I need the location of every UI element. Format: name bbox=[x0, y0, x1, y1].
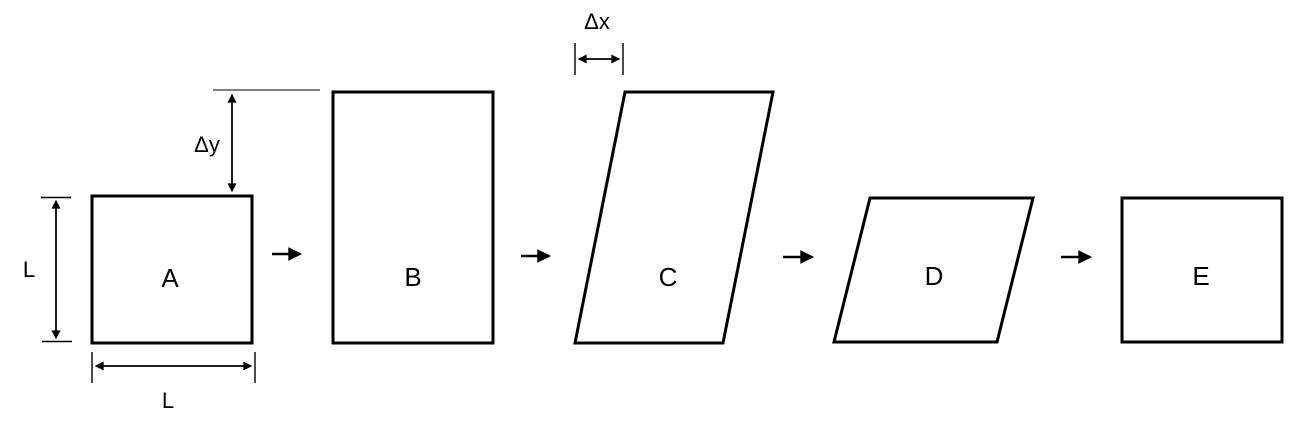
shape-b-rectangle bbox=[331, 90, 495, 345]
dim-delta-x-label: Δx bbox=[584, 9, 610, 34]
shape-a-label: A bbox=[161, 263, 179, 293]
dim-height-label: L bbox=[23, 257, 35, 282]
shape-d-parallelogram bbox=[832, 196, 1035, 344]
dimension-delta-x: Δx bbox=[574, 9, 624, 75]
shape-e-label: E bbox=[1192, 261, 1209, 291]
dim-delta-y-label: Δy bbox=[194, 132, 220, 157]
dimension-width-L: L bbox=[91, 352, 256, 413]
shape-e-square bbox=[1120, 196, 1284, 344]
dim-width-label: L bbox=[162, 388, 174, 413]
shape-c-parallelogram bbox=[573, 90, 775, 345]
shape-b-label: B bbox=[404, 262, 421, 292]
shape-d-label: D bbox=[925, 261, 944, 291]
dimension-delta-y: Δy bbox=[194, 89, 320, 193]
shape-a-square bbox=[90, 194, 254, 345]
dimension-height-L: L bbox=[23, 196, 72, 343]
shape-c-label: C bbox=[659, 262, 678, 292]
